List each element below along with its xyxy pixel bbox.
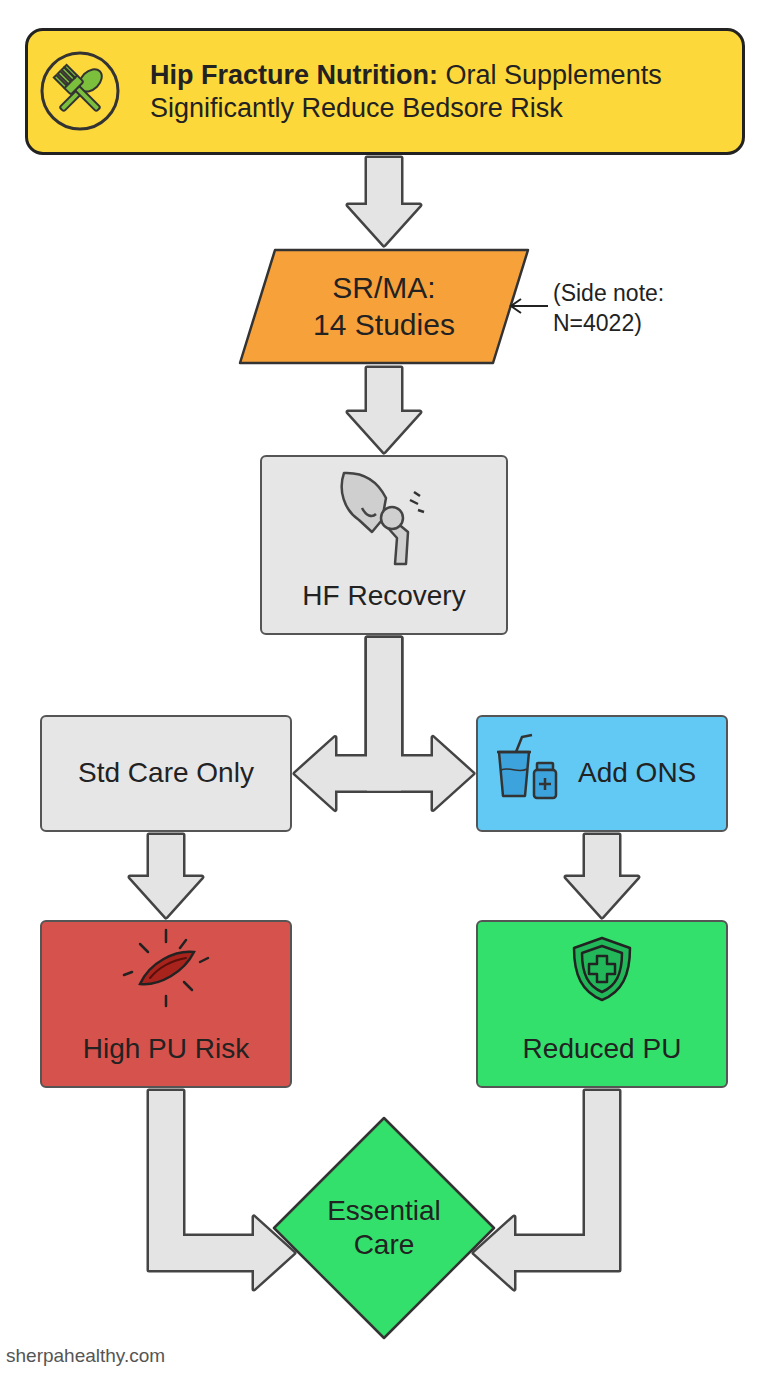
node-text: HF Recovery [269, 579, 499, 613]
block-arrow-outline [566, 835, 638, 917]
wound-icon [124, 930, 208, 1006]
text-group: HF Recovery [269, 579, 499, 613]
node-text: SR/MA: [264, 270, 504, 307]
block-arrow [348, 158, 420, 245]
shape-fill [240, 250, 528, 363]
text-group: SR/MA:14 Studies [264, 270, 504, 343]
block-arrow [295, 638, 401, 810]
text-group: Reduced PU [484, 1032, 720, 1066]
node-text: Add ONS [578, 756, 726, 790]
process-box: HF Recovery [260, 455, 508, 635]
title-box: Hip Fracture Nutrition:Oral Supplements … [25, 28, 745, 155]
hip-bone-icon [342, 473, 424, 564]
outcome-box: High PU Risk [40, 920, 292, 1088]
text-group: Essential Care [314, 1194, 454, 1262]
block-arrow [149, 1091, 294, 1289]
block-arrow-outline [295, 638, 401, 810]
fork-spoon-icon [42, 53, 118, 129]
node-text: Reduced PU [484, 1032, 720, 1066]
block-arrow-outline [130, 835, 202, 917]
block-arrow-outline [474, 1091, 619, 1289]
drink-icon [497, 735, 556, 798]
process-box: Std Care Only [40, 715, 292, 832]
shield-icon [574, 938, 630, 1000]
block-arrow-outline [367, 638, 473, 810]
block-arrow [130, 835, 202, 917]
text-group: Std Care Only [48, 756, 284, 790]
block-arrow [367, 638, 473, 810]
block-arrow [474, 1091, 619, 1289]
outcome-box: Reduced PU [476, 920, 728, 1088]
block-arrow-outline [149, 1091, 294, 1289]
side-note-leader [511, 299, 548, 313]
text-group: High PU Risk [48, 1032, 284, 1066]
block-arrow [566, 835, 638, 917]
text-group: Hip Fracture Nutrition:Oral Supplements … [150, 59, 740, 125]
watermark: sherpahealthy.com [6, 1344, 256, 1369]
text-group: Add ONS [578, 756, 726, 790]
side-note: (Side note: N=4022) [553, 279, 703, 339]
title-text: Hip Fracture Nutrition: [150, 60, 438, 90]
parallelogram-outline [238, 248, 530, 365]
decision-diamond: Essential Care [272, 1116, 496, 1340]
node-text: High PU Risk [48, 1032, 284, 1066]
node-text: Std Care Only [48, 756, 284, 790]
intervention-box: Add ONS [476, 715, 728, 832]
block-arrow-outline [348, 368, 420, 452]
diamond-outline [272, 1116, 496, 1340]
node-text: Essential Care [314, 1194, 454, 1262]
study-parallelogram: SR/MA:14 Studies [238, 248, 530, 365]
block-arrow-outline [348, 158, 420, 245]
node-text: 14 Studies [264, 307, 504, 344]
block-arrow [348, 368, 420, 452]
shape-fill [274, 1118, 494, 1338]
